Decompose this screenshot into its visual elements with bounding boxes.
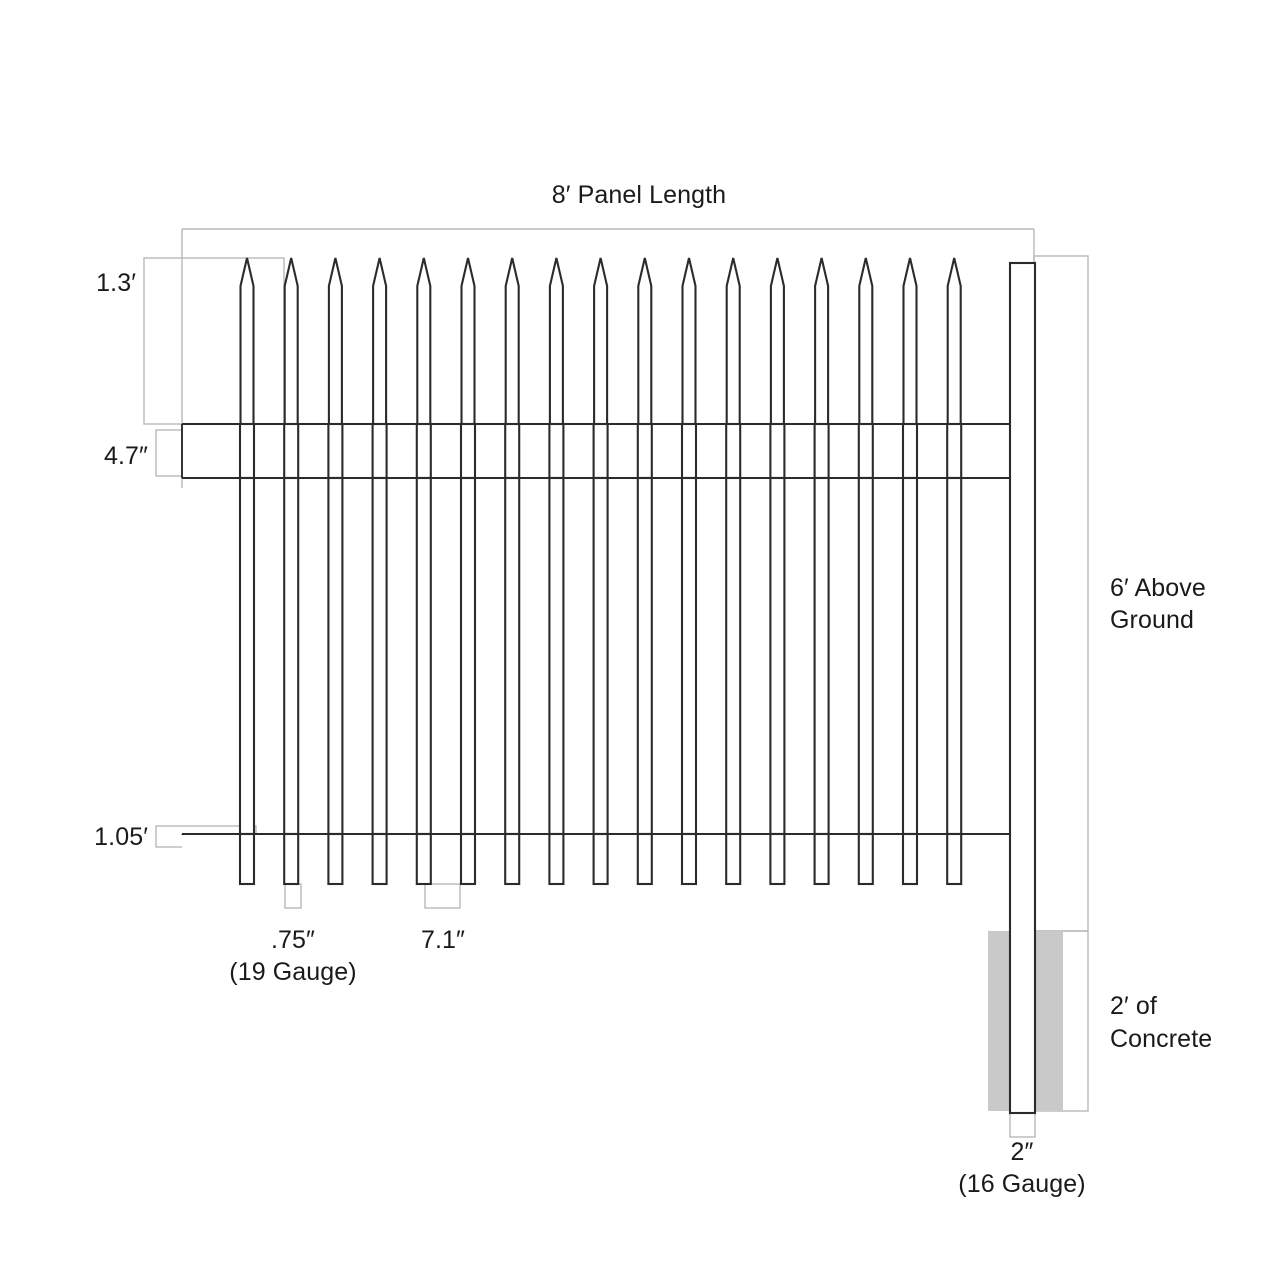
picket-spear-tip <box>283 257 299 426</box>
post-gauge-label: (16 Gauge) <box>958 1170 1085 1198</box>
fence-post <box>1008 261 1037 1115</box>
picket-spear-tip <box>769 257 785 426</box>
picket-foot <box>504 832 521 886</box>
picket-spacing-dimension-box <box>424 883 461 909</box>
picket-spear-tip <box>725 257 741 426</box>
picket-foot <box>901 832 919 886</box>
rail-spacing-label: 4.7″ <box>104 442 148 470</box>
picket-spear-tip <box>239 257 255 426</box>
picket-segment-lower <box>813 476 830 836</box>
picket-spear-tip <box>327 257 343 426</box>
picket-foot <box>238 832 256 886</box>
picket-foot <box>415 832 432 886</box>
picket-segment-upper <box>371 422 388 480</box>
picket-segment-lower <box>636 476 653 836</box>
picket-foot <box>592 832 609 886</box>
picket-gauge-label: (19 Gauge) <box>229 958 356 986</box>
concrete-label-line1: 2′ of <box>1110 992 1157 1020</box>
picket-spear-tip <box>681 257 697 426</box>
picket-segment-lower <box>415 476 432 836</box>
picket-segment-upper <box>946 422 963 480</box>
picket-segment-lower <box>283 476 300 836</box>
picket-segment-upper <box>327 422 344 480</box>
picket-width-label: .75″ <box>271 926 315 954</box>
fence-panel <box>181 257 1010 886</box>
picket-foot <box>636 832 653 886</box>
bottom-rail-height-label: 1.05′ <box>94 823 148 851</box>
picket-segment-upper <box>504 422 521 480</box>
picket-foot <box>459 832 477 886</box>
post-width-dimension-box <box>1009 1112 1036 1138</box>
picket-segment-upper <box>901 422 919 480</box>
picket-foot <box>946 832 963 886</box>
picket-segment-upper <box>636 422 653 480</box>
picket-foot <box>857 832 874 886</box>
above-ground-label-line1: 6′ Above <box>1110 574 1206 602</box>
picket-segment-upper <box>725 422 742 480</box>
picket-segment-lower <box>901 476 919 836</box>
picket-segment-upper <box>238 422 256 480</box>
picket-foot <box>283 832 300 886</box>
picket-segment-lower <box>327 476 344 836</box>
picket-segment-lower <box>238 476 256 836</box>
picket-width-dimension-box <box>284 883 302 909</box>
picket-segment-lower <box>769 476 786 836</box>
picket-segment-upper <box>592 422 609 480</box>
picket-segment-upper <box>415 422 432 480</box>
picket-segment-lower <box>680 476 698 836</box>
post-width-label: 2″ <box>1011 1138 1034 1166</box>
picket-spear-tip <box>902 257 918 426</box>
above-ground-label-line2: Ground <box>1110 606 1194 634</box>
picket-spear-tip <box>372 257 388 426</box>
picket-segment-lower <box>946 476 963 836</box>
panel-length-label: 8′ Panel Length <box>552 181 726 209</box>
picket-height-label: 1.3′ <box>96 269 136 297</box>
picket-foot <box>371 832 388 886</box>
picket-spear-tip <box>814 257 830 426</box>
above-ground-dimension-box <box>1033 255 1089 932</box>
picket-segment-upper <box>548 422 565 480</box>
picket-segment-lower <box>725 476 742 836</box>
picket-segment-lower <box>857 476 874 836</box>
picket-segment-lower <box>459 476 477 836</box>
picket-foot <box>813 832 830 886</box>
picket-segment-upper <box>283 422 300 480</box>
picket-segment-lower <box>592 476 609 836</box>
picket-spear-tip <box>460 257 476 426</box>
picket-segment-lower <box>548 476 565 836</box>
picket-spear-tip <box>504 257 520 426</box>
picket-segment-lower <box>504 476 521 836</box>
picket-spear-tip <box>637 257 653 426</box>
picket-foot <box>725 832 742 886</box>
picket-spear-tip <box>548 257 564 426</box>
picket-foot <box>769 832 786 886</box>
picket-segment-upper <box>857 422 874 480</box>
picket-segment-lower <box>371 476 388 836</box>
concrete-label-line2: Concrete <box>1110 1025 1212 1053</box>
picket-spear-tip <box>416 257 432 426</box>
picket-segment-upper <box>813 422 830 480</box>
picket-foot <box>680 832 698 886</box>
picket-foot <box>548 832 565 886</box>
picket-spear-tip <box>946 257 962 426</box>
picket-segment-upper <box>680 422 698 480</box>
picket-spear-tip <box>858 257 874 426</box>
picket-segment-upper <box>459 422 477 480</box>
picket-spacing-label: 7.1″ <box>421 926 465 954</box>
picket-foot <box>327 832 344 886</box>
picket-segment-upper <box>769 422 786 480</box>
picket-height-dimension-box <box>143 257 285 425</box>
picket-spear-tip <box>593 257 609 426</box>
